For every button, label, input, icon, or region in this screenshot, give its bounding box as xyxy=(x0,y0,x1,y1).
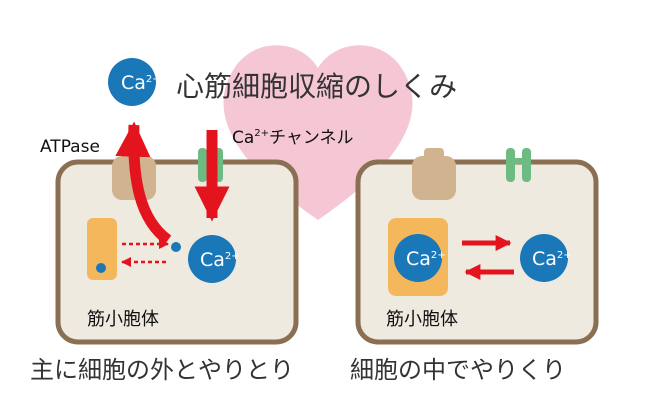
ca-label-3: Ca2+ xyxy=(406,248,446,270)
sr-label-right: 筋小胞体 xyxy=(386,309,458,330)
ca-ion-extracellular xyxy=(108,58,156,106)
sarcoplasmic-reticulum-left xyxy=(87,218,117,280)
caption-right: 細胞の中でやりくり xyxy=(350,356,566,384)
ca-ion-small-in-sr xyxy=(96,263,106,273)
ca-ion-left-cytosol xyxy=(188,235,236,283)
caption-left: 主に細胞の外とやりとり xyxy=(30,356,294,384)
diagram-title: 心筋細胞収縮のしくみ xyxy=(176,70,457,103)
calcium-channel-icon-right xyxy=(506,148,531,182)
atpase-pump-icon-right xyxy=(412,148,456,200)
ca-label-4: Ca2+ xyxy=(532,248,572,270)
efflux-arrow xyxy=(115,121,172,245)
right-cell xyxy=(355,159,599,345)
ca-label-1: Ca2+ xyxy=(121,72,161,94)
left-cell xyxy=(55,159,299,345)
sr-label-left: 筋小胞体 xyxy=(87,309,159,330)
ca-ion-small-cytosol xyxy=(171,242,181,252)
ca-label-2: Ca2+ xyxy=(200,249,240,271)
atpase-label: ATPase xyxy=(40,137,100,157)
ca-ion-in-sr-right xyxy=(394,234,442,282)
ca-channel-label: Ca2+チャンネル xyxy=(232,128,354,148)
ca-ion-right-cytosol xyxy=(520,234,568,282)
